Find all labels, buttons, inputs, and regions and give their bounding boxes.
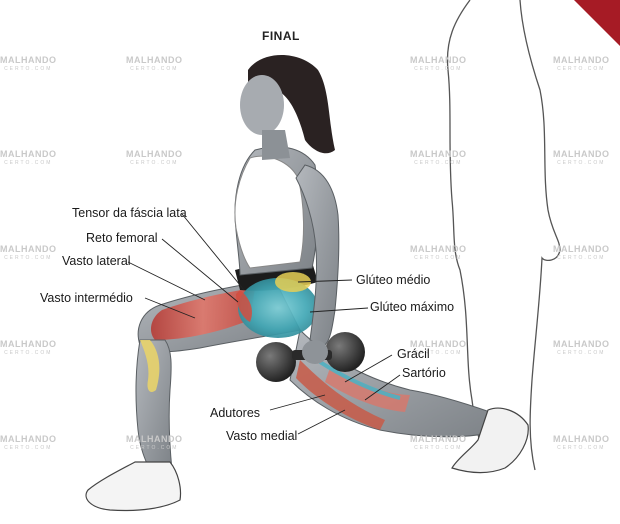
label-gluteo-medio: Glúteo médio [356, 273, 431, 287]
label-tensor-fascia-lata: Tensor da fáscia lata [72, 206, 187, 220]
watermark-main: MALHANDO [126, 149, 183, 159]
watermark-main: MALHANDO [0, 434, 57, 444]
label-reto-femoral: Reto femoral [86, 231, 158, 245]
watermark-sub: CERTO.COM [557, 66, 606, 72]
watermark-sub: CERTO.COM [130, 160, 179, 166]
label-adutores: Adutores [210, 406, 261, 420]
gluteus-medius-muscle [275, 272, 311, 292]
outline-figure [446, 0, 561, 471]
watermark-main: MALHANDO [553, 55, 610, 65]
corner-ribbon [574, 0, 620, 46]
watermark-main: MALHANDO [0, 339, 57, 349]
tank-top [234, 155, 304, 269]
watermark-sub: CERTO.COM [557, 445, 606, 451]
watermark-sub: CERTO.COM [414, 350, 463, 356]
watermark-sub: CERTO.COM [4, 66, 53, 72]
label-sartorio: Sartório [402, 366, 446, 380]
watermark-sub: CERTO.COM [557, 255, 606, 261]
watermark-main: MALHANDO [553, 149, 610, 159]
watermark-main: MALHANDO [0, 149, 57, 159]
hand [302, 340, 328, 364]
watermark-sub: CERTO.COM [557, 160, 606, 166]
tensor-fascia-muscle [236, 290, 252, 322]
watermark-sub: CERTO.COM [4, 255, 53, 261]
front-shoe [85, 461, 182, 512]
diagram-title: FINAL [262, 29, 300, 43]
watermark-main: MALHANDO [553, 244, 610, 254]
watermark-main: MALHANDO [126, 55, 183, 65]
watermark-sub: CERTO.COM [4, 350, 53, 356]
watermark-main: MALHANDO [0, 244, 57, 254]
quadriceps-muscle [150, 288, 255, 340]
label-gluteo-maximo: Glúteo máximo [370, 300, 455, 314]
label-vasto-intermedio: Vasto intermédio [40, 291, 133, 305]
watermark-main: MALHANDO [0, 55, 57, 65]
watermark-sub: CERTO.COM [130, 66, 179, 72]
arm [295, 164, 340, 346]
neck [262, 130, 290, 160]
face [240, 75, 284, 135]
watermark-main: MALHANDO [553, 339, 610, 349]
back-shoe [451, 407, 529, 474]
gracil-muscle [318, 360, 401, 400]
dumbbell-right-plate [325, 332, 365, 372]
knee-tendon [140, 340, 160, 392]
watermark-sub: CERTO.COM [557, 350, 606, 356]
label-vasto-medial: Vasto medial [226, 429, 298, 443]
label-gracil: Grácil [397, 347, 430, 361]
watermark-main: MALHANDO [126, 434, 183, 444]
watermark-sub: CERTO.COM [414, 160, 463, 166]
watermark-sub: CERTO.COM [414, 445, 463, 451]
watermark-main: MALHANDO [410, 434, 467, 444]
watermark-sub: CERTO.COM [414, 66, 463, 72]
watermark-sub: CERTO.COM [414, 255, 463, 261]
label-vasto-lateral: Vasto lateral [62, 254, 131, 268]
leader-lines [127, 213, 401, 435]
adductor-muscle [296, 360, 385, 430]
watermark-sub: CERTO.COM [4, 445, 53, 451]
gluteus-maximus-muscle [238, 278, 318, 338]
watermark-sub: CERTO.COM [4, 160, 53, 166]
dumbbell-left-plate [256, 342, 296, 382]
watermark-main: MALHANDO [410, 149, 467, 159]
watermark-main: MALHANDO [553, 434, 610, 444]
watermark-sub: CERTO.COM [130, 445, 179, 451]
watermark-main: MALHANDO [410, 55, 467, 65]
watermark-main: MALHANDO [410, 244, 467, 254]
watermark-main: MALHANDO [410, 339, 467, 349]
